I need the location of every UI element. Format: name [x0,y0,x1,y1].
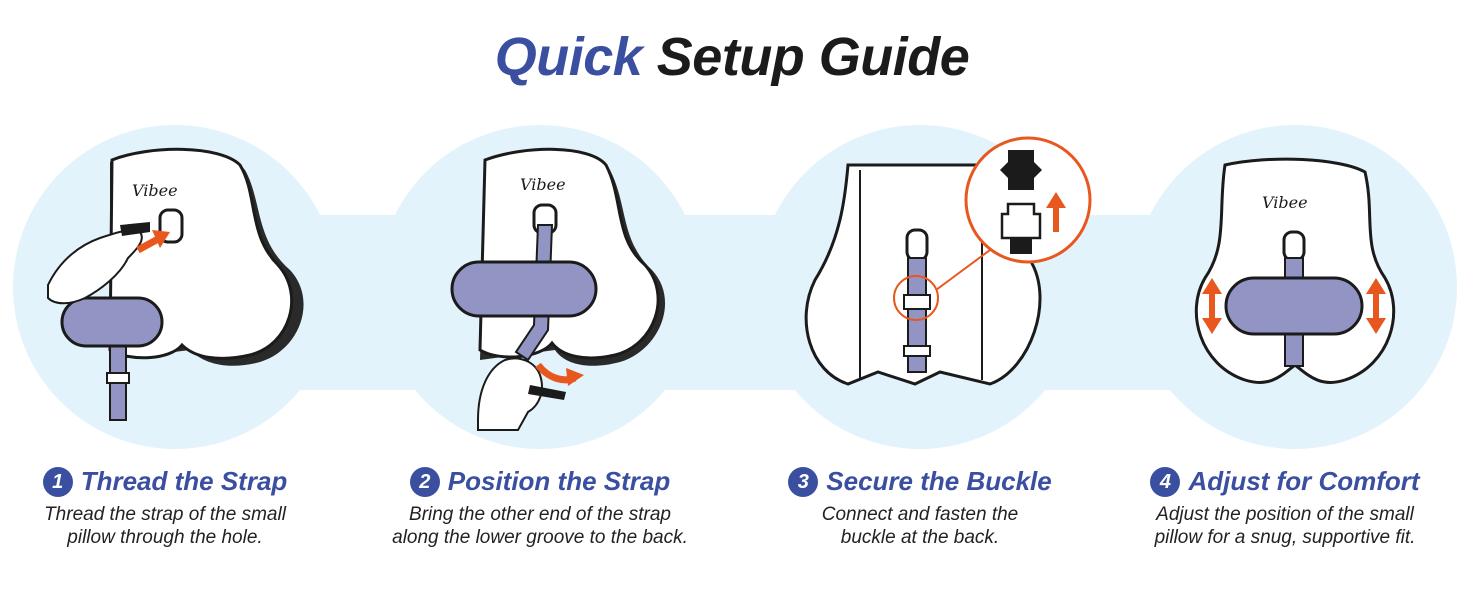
step-heading: 1 Thread the Strap [0,466,330,497]
step3-illustration [804,136,1092,386]
step-heading: 3 Secure the Buckle [750,466,1090,497]
small-pillow [1224,276,1364,336]
buckle-top-icon [1000,150,1042,190]
brand-mark: Vibee [132,181,178,200]
zoom-marker [893,275,939,321]
title-accent: Quick [494,27,643,87]
up-arrow-icon [1046,192,1066,208]
step-title: Adjust for Comfort [1188,466,1420,496]
step-description: Bring the other end of the strap along t… [392,504,688,548]
step-heading: 2 Position the Strap [370,466,710,497]
buckle-icon [903,294,931,310]
strap-hole [905,228,929,262]
title-rest: Setup Guide [656,27,970,87]
step-description: Connect and fasten the buckle at the bac… [821,504,1019,548]
step-description: Adjust the position of the small pillow … [1154,504,1416,548]
step-heading: 4 Adjust for Comfort [1115,466,1455,497]
step-number-badge: 3 [788,466,819,497]
step-caption-4: 4 Adjust for Comfort Adjust the position… [1115,466,1455,549]
step-number-badge: 1 [42,466,73,497]
step4-illustration: Vibee [1194,157,1396,384]
step-title: Secure the Buckle [826,466,1052,496]
step-title: Thread the Strap [80,466,288,496]
step-description: Thread the strap of the small pillow thr… [44,504,286,548]
small-pillow [450,260,598,318]
step-caption-3: 3 Secure the Buckle Connect and fasten t… [750,466,1090,549]
orange-arrow-icon [136,234,162,254]
arrow-head-icon [566,368,584,386]
page-title: Quick Setup Guide [0,26,1464,88]
down-arrow-icon [1202,318,1222,334]
brand-mark: Vibee [520,175,566,194]
step1-illustration: Vibee [47,147,304,421]
step-number-badge: 4 [1150,466,1181,497]
strap [514,224,554,362]
step2-illustration: Vibee [450,147,666,431]
hand [477,357,543,431]
step-caption-2: 2 Position the Strap Bring the other end… [370,466,710,549]
small-pillow [60,296,164,348]
arrow-head-icon [152,230,170,248]
step-caption-1: 1 Thread the Strap Thread the strap of t… [0,466,330,549]
hand [47,229,143,305]
strap-hole [1282,230,1306,262]
step-title: Position the Strap [447,466,671,496]
buckle-bottom-icon [1000,202,1042,240]
up-arrow-icon [1202,278,1222,294]
down-arrow-icon [1366,318,1386,334]
brand-mark: Vibee [1262,193,1308,212]
step-number-badge: 2 [409,466,440,497]
up-arrow-icon [1366,278,1386,294]
strap [907,257,927,373]
